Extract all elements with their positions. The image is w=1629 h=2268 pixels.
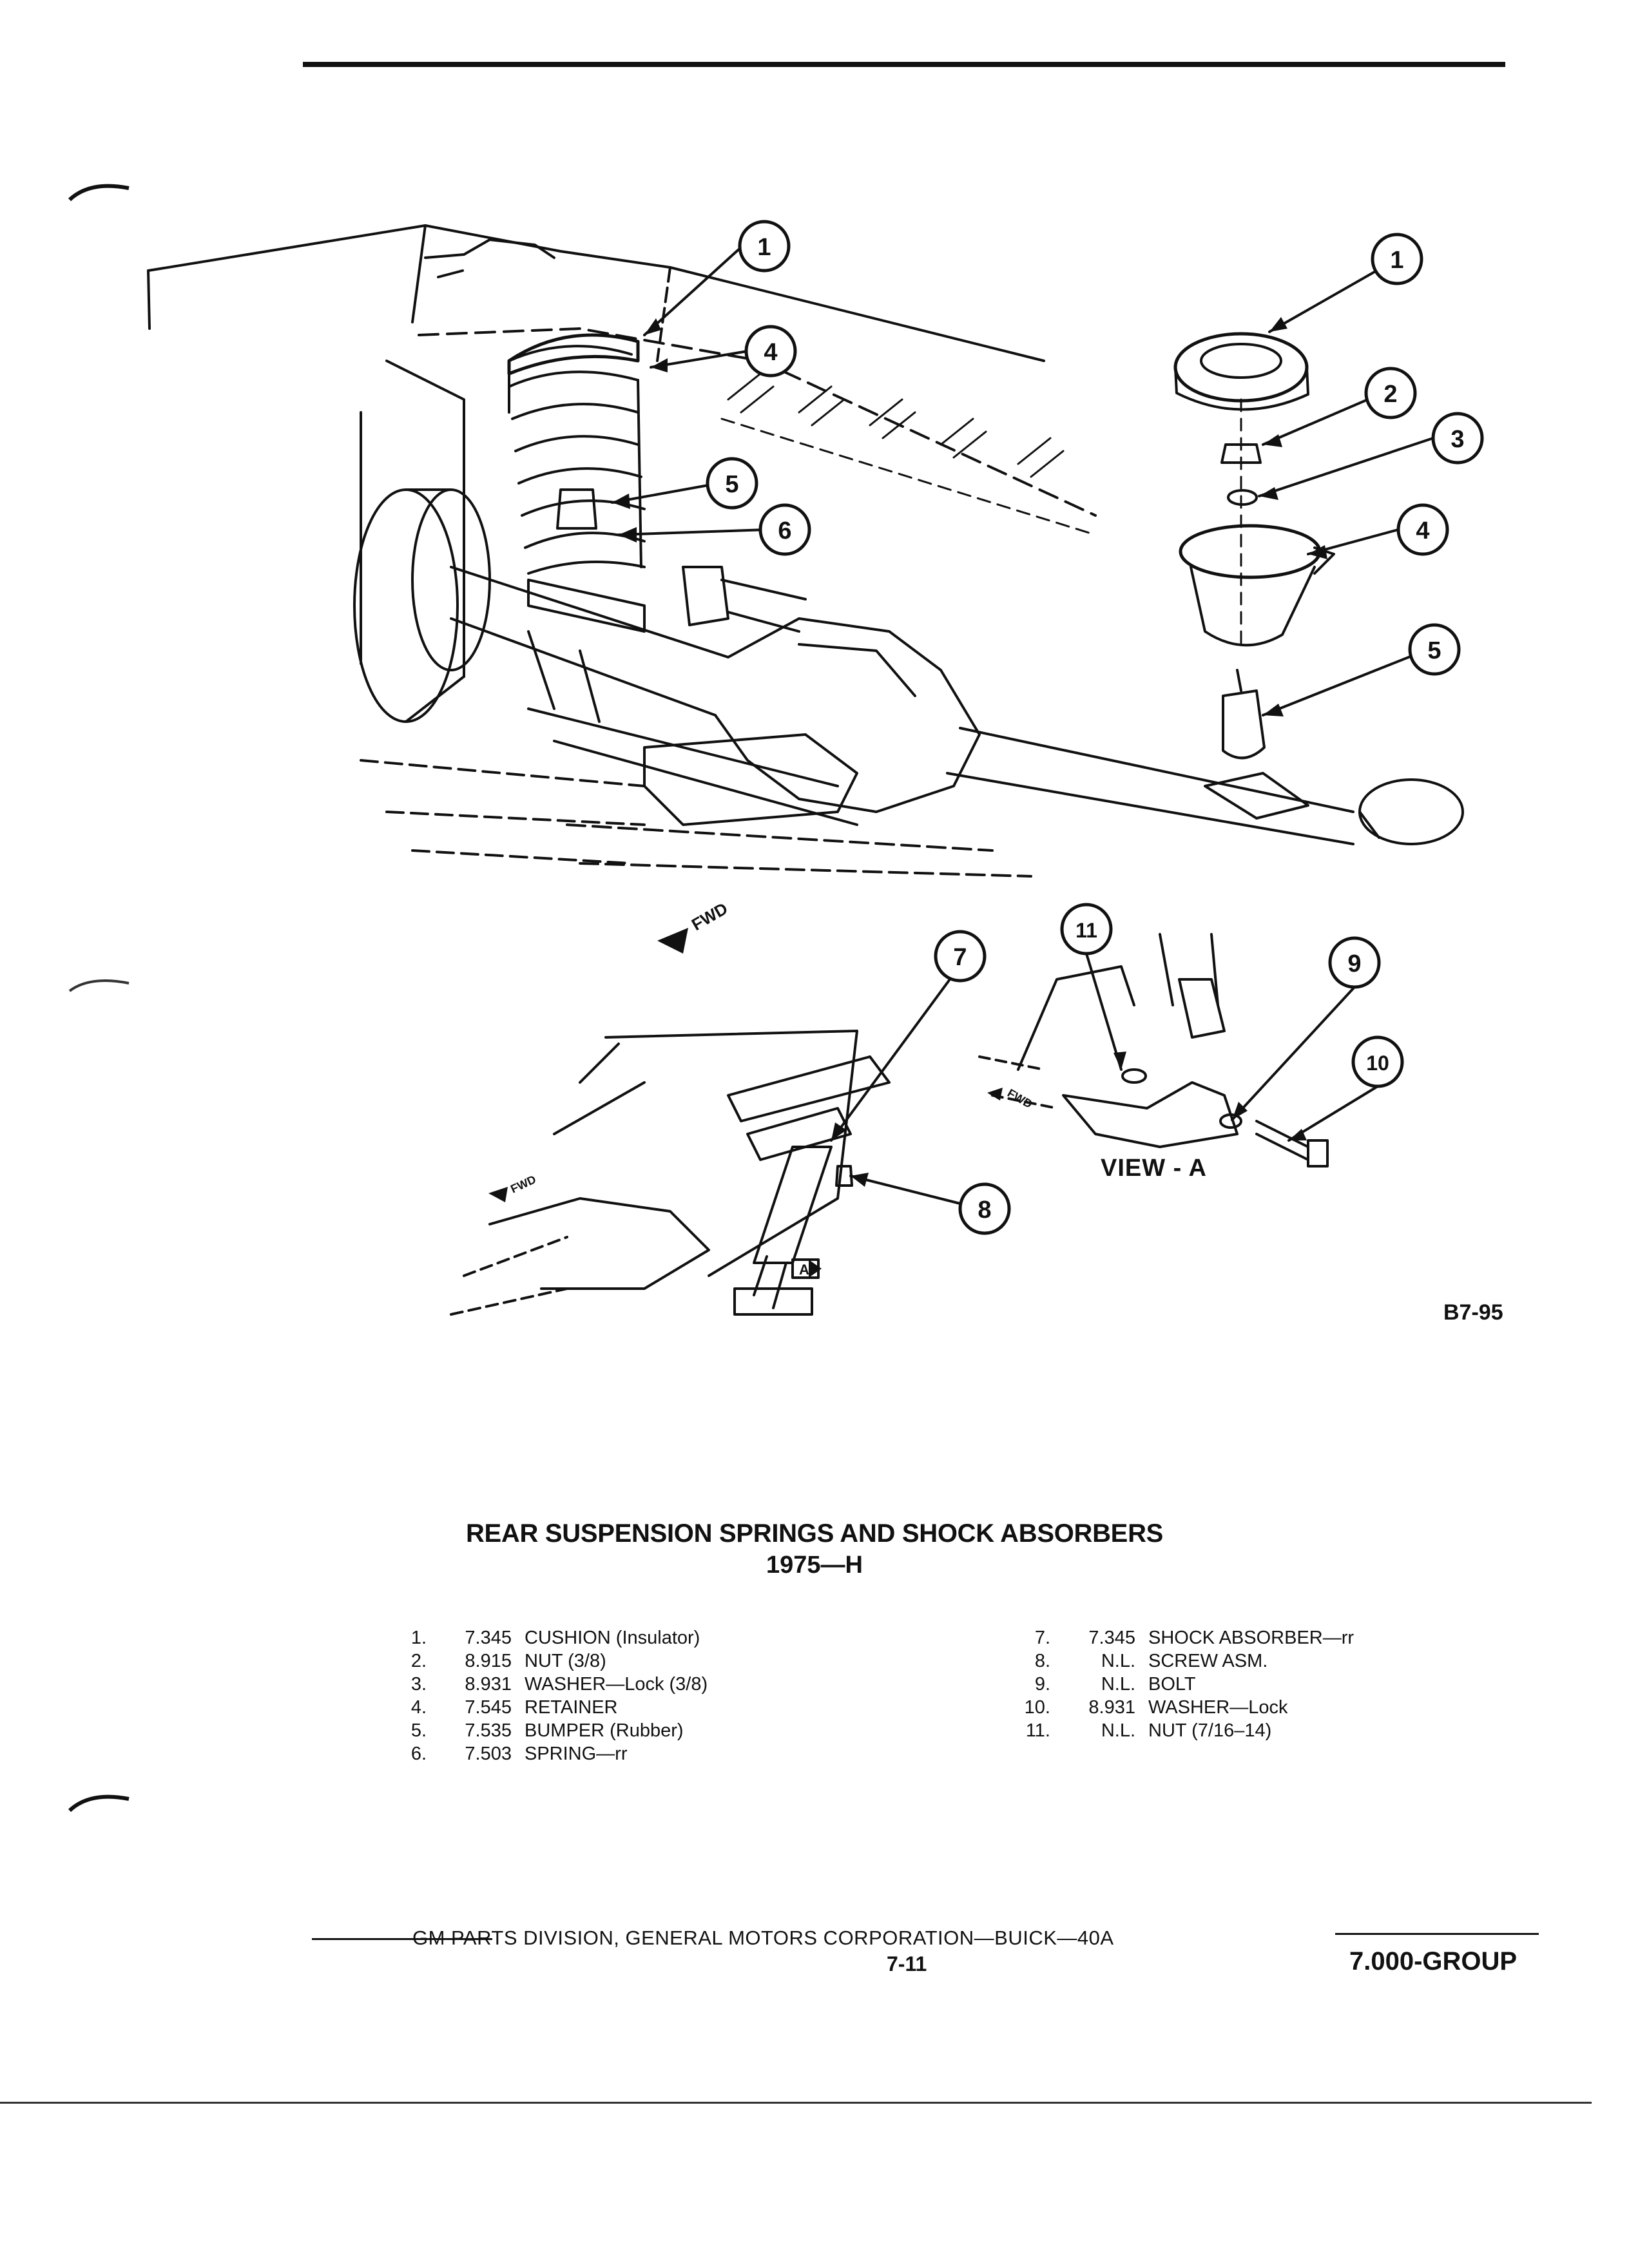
- view-marker-a: A: [799, 1262, 809, 1278]
- group-number: 7.000-GROUP: [1349, 1947, 1518, 1975]
- item-number: 5.: [410, 1720, 427, 1741]
- parts-list-left: 1. 7.345 CUSHION (Insulator) 2. 8.915 NUT (3…: [394, 1626, 708, 1765]
- part-number: 7.345: [465, 1628, 512, 1648]
- callout-4: 4: [764, 339, 777, 366]
- bottom-edge-rule: [0, 2102, 1592, 2104]
- part-description: BOLT: [1148, 1674, 1196, 1695]
- callout-5-exploded: 5: [1427, 637, 1441, 664]
- part-description: RETAINER: [525, 1697, 618, 1718]
- footer-publisher: GM PARTS DIVISION, GENERAL MOTORS CORPOR…: [412, 1927, 1114, 1949]
- fwd-label-view-a: FWD: [1005, 1086, 1034, 1111]
- parts-row: 4. 7.545 RETAINER: [394, 1696, 708, 1719]
- callout-6: 6: [778, 517, 791, 544]
- callout-2: 2: [1383, 381, 1397, 408]
- parts-row: 3. 8.931 WASHER—Lock (3/8): [394, 1673, 708, 1696]
- part-number: 8.931: [1088, 1697, 1135, 1718]
- part-number: N.L.: [1101, 1674, 1135, 1695]
- item-number: 9.: [1034, 1674, 1050, 1695]
- part-number: 8.915: [465, 1651, 512, 1671]
- callout-8: 8: [978, 1196, 991, 1224]
- callout-10: 10: [1366, 1052, 1389, 1075]
- page-number: 7-11: [887, 1952, 927, 1975]
- callout-9: 9: [1347, 950, 1361, 977]
- binder-mark-top: [68, 184, 130, 202]
- item-number: 4.: [410, 1697, 427, 1718]
- footer-rule-left: [312, 1938, 492, 1940]
- part-description: NUT (3/8): [525, 1651, 606, 1671]
- page-title: REAR SUSPENSION SPRINGS AND SHOCK ABSORB…: [465, 1519, 1164, 1548]
- part-description: BUMPER (Rubber): [525, 1720, 684, 1741]
- part-number: N.L.: [1101, 1651, 1135, 1671]
- callout-1-exploded: 1: [1390, 247, 1403, 274]
- header-rule: [303, 62, 1505, 67]
- item-number: 8.: [1034, 1651, 1050, 1671]
- parts-row: 2. 8.915 NUT (3/8): [394, 1649, 708, 1673]
- figure-id: B7-95: [1443, 1300, 1503, 1325]
- part-number: 7.503: [465, 1744, 512, 1764]
- parts-row: 10. 8.931 WASHER—Lock: [1018, 1696, 1354, 1719]
- item-number: 6.: [410, 1744, 427, 1764]
- view-a-label: VIEW - A: [1101, 1155, 1207, 1182]
- part-description: SPRING—rr: [525, 1744, 628, 1764]
- callout-7: 7: [953, 944, 967, 971]
- callout-3: 3: [1451, 426, 1464, 453]
- part-number: 8.931: [465, 1674, 512, 1695]
- callout-4-exploded: 4: [1416, 517, 1429, 544]
- parts-row: 7. 7.345 SHOCK ABSORBER—rr: [1018, 1626, 1354, 1649]
- parts-row: 6. 7.503 SPRING—rr: [394, 1742, 708, 1765]
- part-number: 7.535: [465, 1720, 512, 1741]
- rear-suspension-illustration: 1 4 5 6 1 2 3 4 5 7 8 11 9 10 FWD FWD FW…: [147, 220, 1484, 1316]
- part-number: 7.345: [1088, 1628, 1135, 1648]
- part-description: SCREW ASM.: [1148, 1651, 1268, 1671]
- item-number: 11.: [1025, 1720, 1050, 1741]
- parts-row: 9. N.L. BOLT: [1018, 1673, 1354, 1696]
- fwd-label-main: FWD: [688, 899, 731, 935]
- binder-mark-middle: [68, 979, 130, 992]
- callout-5: 5: [725, 471, 738, 498]
- part-description: WASHER—Lock: [1148, 1697, 1288, 1718]
- footer-rule-right: [1335, 1933, 1539, 1935]
- part-number: 7.545: [465, 1697, 512, 1718]
- binder-mark-bottom: [68, 1794, 130, 1812]
- parts-list-right: 7. 7.345 SHOCK ABSORBER—rr 8. N.L. SCREW ASM…: [1018, 1626, 1354, 1742]
- item-number: 1.: [410, 1628, 427, 1648]
- parts-row: 11. N.L. NUT (7/16–14): [1018, 1719, 1354, 1742]
- part-description: CUSHION (Insulator): [525, 1628, 700, 1648]
- part-description: WASHER—Lock (3/8): [525, 1674, 708, 1695]
- part-description: NUT (7/16–14): [1148, 1720, 1272, 1741]
- page-subtitle: 1975—H: [766, 1552, 863, 1579]
- part-description: SHOCK ABSORBER—rr: [1148, 1628, 1354, 1648]
- callout-1: 1: [757, 234, 771, 261]
- fwd-label-lower: FWD: [508, 1173, 538, 1195]
- item-number: 2.: [410, 1651, 427, 1671]
- item-number: 10.: [1024, 1697, 1050, 1718]
- part-number: N.L.: [1101, 1720, 1135, 1741]
- parts-row: 5. 7.535 BUMPER (Rubber): [394, 1719, 708, 1742]
- parts-row: 1. 7.345 CUSHION (Insulator): [394, 1626, 708, 1649]
- callout-11: 11: [1075, 919, 1097, 942]
- item-number: 7.: [1034, 1628, 1050, 1648]
- parts-row: 8. N.L. SCREW ASM.: [1018, 1649, 1354, 1673]
- item-number: 3.: [410, 1674, 427, 1695]
